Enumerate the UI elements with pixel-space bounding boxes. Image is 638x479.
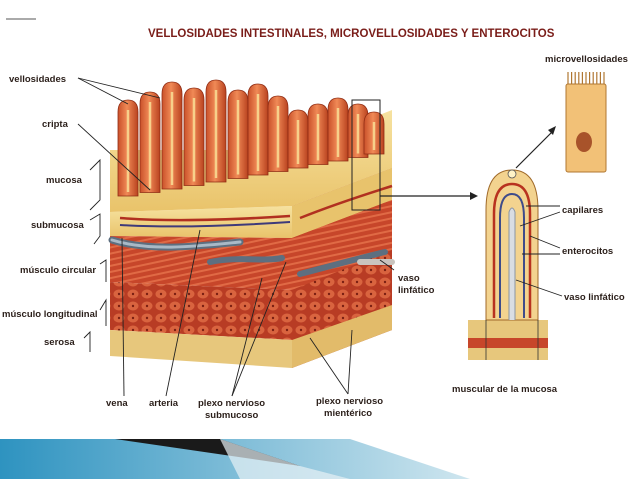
label-plexo-mienterico-line2: mientérico [324, 408, 372, 419]
label-musculo-circular: músculo circular [20, 265, 96, 276]
label-vena: vena [106, 398, 128, 409]
detail-arrowhead [470, 192, 478, 200]
label-microvellosidades: microvellosidades [545, 54, 628, 65]
villus-detail [468, 169, 548, 360]
label-capilares: capilares [562, 205, 603, 216]
diagram-title: VELLOSIDADES INTESTINALES, MICROVELLOSID… [148, 28, 555, 40]
muscularis-mucosae-band [468, 338, 548, 348]
label-vaso-linfatico-right: vaso linfático [564, 292, 625, 303]
label-vellosidades: vellosidades [9, 74, 66, 85]
lacteal [508, 207, 516, 320]
label-plexo-mienterico-line1: plexo nervioso [316, 396, 383, 407]
enterocyte-cell [565, 72, 607, 173]
villi-group [117, 79, 385, 197]
cell-arrow-line [515, 131, 553, 169]
label-musculo-longitudinal: músculo longitudinal [2, 309, 98, 320]
microvilli [567, 72, 605, 84]
submucosa-layer [110, 206, 292, 238]
label-vaso-linfatico-line2: linfático [398, 285, 435, 296]
left-leader-lines [77, 77, 395, 397]
label-cripta: cripta [42, 119, 69, 130]
label-enterocitos: enterocitos [562, 246, 613, 257]
label-submucosa: submucosa [31, 220, 85, 231]
label-mucosa: mucosa [46, 175, 83, 186]
label-vaso-linfatico-line1: vaso [398, 273, 420, 284]
right-leader-lines [515, 205, 563, 297]
cell-arrowhead [548, 126, 556, 135]
label-plexo-submucoso-line1: plexo nervioso [198, 398, 265, 409]
detail-box [351, 99, 381, 211]
label-serosa: serosa [44, 337, 75, 348]
longitudinal-muscle-layer [110, 282, 292, 340]
footer-accent-bar [0, 439, 638, 479]
cell-nucleus [576, 132, 592, 152]
label-arteria: arteria [149, 398, 179, 409]
label-plexo-submucoso-line2: submucoso [205, 410, 259, 421]
label-muscular-mucosa: muscular de la mucosa [452, 384, 558, 395]
